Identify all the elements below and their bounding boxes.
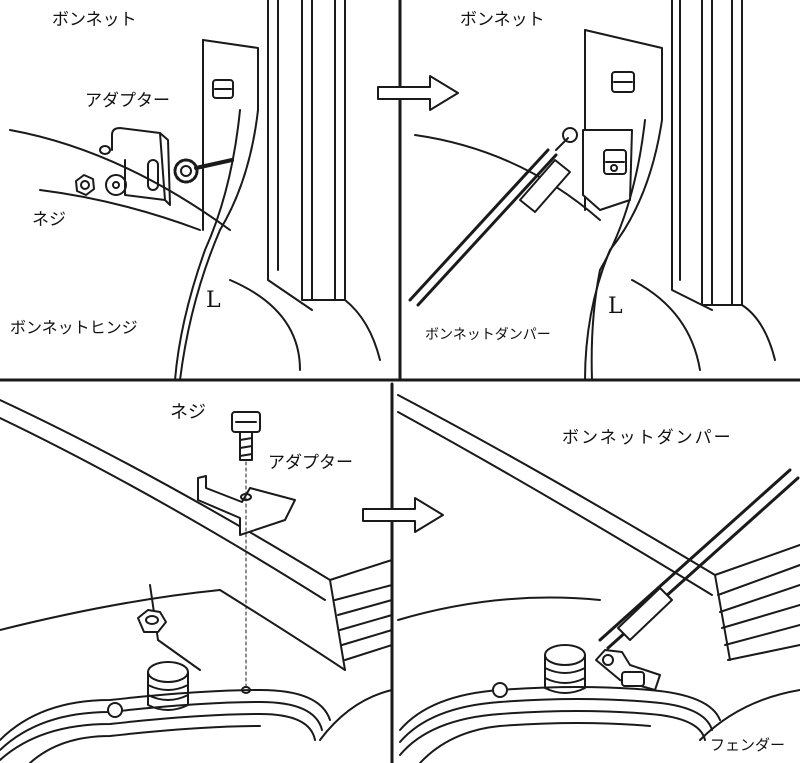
label-fender: フェンダー [710,736,786,754]
label-screw-top-left: ネジ [32,210,66,230]
label-bonnet-damper-bottom-right: ボンネットダンパー [562,428,733,448]
label-bonnet-top-left: ボンネット [52,10,137,30]
label-bonnet-damper-top-right: ボンネットダンパー [425,327,551,343]
right-arrow-icon [362,497,444,533]
label-adapter-bottom-left: アダプター [268,453,353,473]
panel-top-left-art [9,0,381,381]
right-arrow-icon [377,75,459,111]
label-adapter-top-left: アダプター [85,91,170,111]
label-screw-bottom-left: ネジ [170,402,206,423]
panel-bottom-right-art [397,394,800,763]
label-side-l-top-right: L [608,294,623,319]
label-bonnet-top-right: ボンネット [460,10,545,30]
label-bonnet-hinge: ボンネットヒンジ [10,318,138,337]
panel-top-right-art [408,0,776,381]
label-side-l-top-left: L [206,288,221,313]
panel-bottom-left-art [0,399,393,763]
